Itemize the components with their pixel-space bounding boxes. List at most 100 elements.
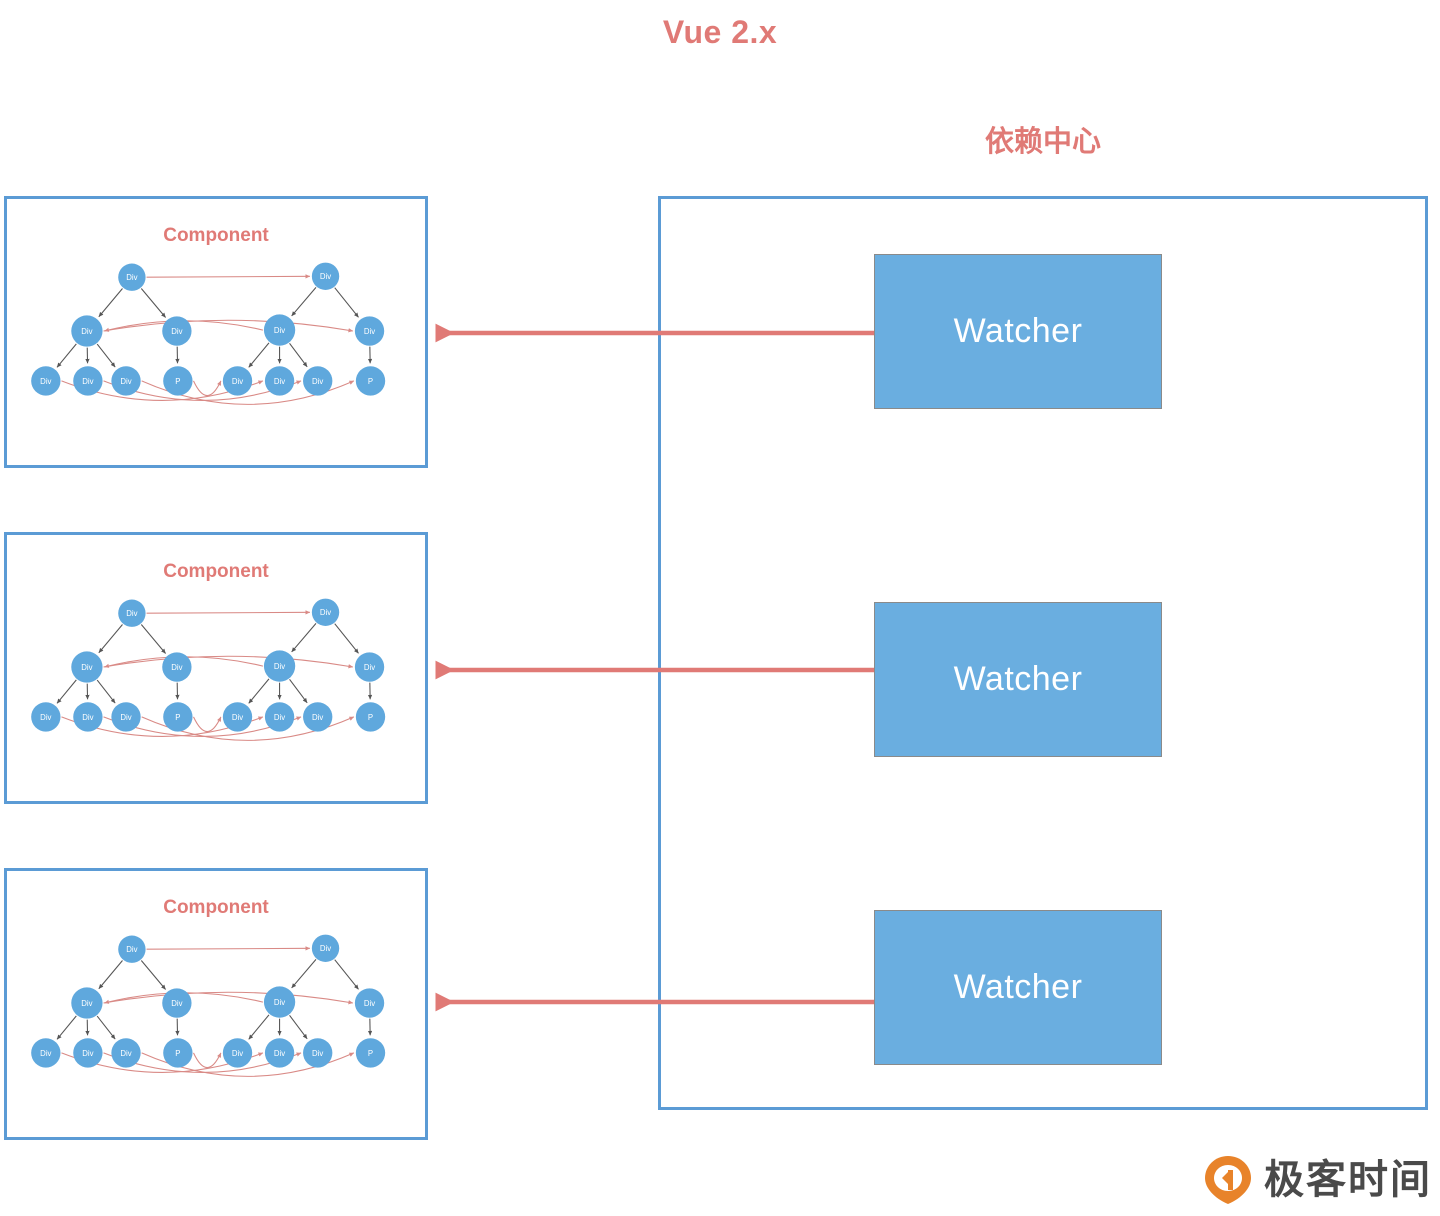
tree-node[interactable]: Div xyxy=(162,988,192,1018)
tree-node[interactable]: Div xyxy=(311,934,340,962)
tree-node[interactable]: Div xyxy=(73,1038,103,1068)
tree-edge xyxy=(96,343,116,368)
tree-node-circle xyxy=(311,934,340,962)
tree-node-circle xyxy=(118,599,146,627)
tree-node-label: Div xyxy=(82,1049,93,1058)
tree-edge xyxy=(289,343,308,368)
tree-node-circle xyxy=(111,702,141,732)
watcher-box-1[interactable]: Watcher xyxy=(874,602,1162,757)
tree-node[interactable]: Div xyxy=(264,702,295,732)
component-label-2: Component xyxy=(163,897,269,918)
tree-node[interactable]: Div xyxy=(222,1038,253,1068)
tree-node-circle xyxy=(263,650,296,682)
tree-node[interactable]: P xyxy=(163,1038,193,1068)
dependency-arc xyxy=(104,656,264,668)
tree-node-circle xyxy=(311,598,340,626)
tree-node[interactable]: Div xyxy=(118,935,146,963)
tree-node-circle xyxy=(354,652,385,682)
tree-node-label: Div xyxy=(126,273,137,282)
tree-node-label: P xyxy=(175,1049,180,1058)
tree-node-label: Div xyxy=(232,377,243,386)
tree-node[interactable]: Div xyxy=(311,598,340,626)
tree-node-circle xyxy=(111,1038,141,1068)
tree-node[interactable]: Div xyxy=(71,987,103,1019)
tree-node-label: Div xyxy=(232,713,243,722)
tree-node[interactable]: P xyxy=(163,366,193,396)
tree-node-label: Div xyxy=(274,1049,285,1058)
tree-node[interactable]: P xyxy=(163,702,193,732)
tree-node[interactable]: Div xyxy=(118,599,146,627)
tree-node-label: Div xyxy=(126,609,137,618)
tree-node-circle xyxy=(162,988,192,1018)
tree-node-circle xyxy=(73,366,103,396)
tree-node[interactable]: Div xyxy=(263,314,296,346)
watcher-box-0[interactable]: Watcher xyxy=(874,254,1162,409)
tree-node-label: Div xyxy=(320,272,331,281)
tree-node[interactable]: Div xyxy=(264,1038,295,1068)
tree-node-label: Div xyxy=(274,998,285,1007)
tree-node-label: Div xyxy=(120,713,131,722)
tree-node[interactable]: Div xyxy=(31,366,61,396)
tree-edge xyxy=(248,678,270,704)
tree-edge xyxy=(248,1014,270,1040)
tree-node-label: Div xyxy=(81,327,92,336)
tree-node[interactable]: Div xyxy=(303,366,333,396)
component-label-0: Component xyxy=(163,225,269,246)
dependency-arc xyxy=(103,991,354,1005)
tree-node-circle xyxy=(163,366,193,396)
tree-node[interactable]: Div xyxy=(162,652,192,682)
tree-node[interactable]: Div xyxy=(71,651,103,683)
tree-node[interactable]: Div xyxy=(354,988,385,1018)
tree-node[interactable]: Div xyxy=(73,366,103,396)
dependency-arc xyxy=(103,716,302,737)
dependency-arc xyxy=(104,992,264,1004)
tree-node-label: Div xyxy=(82,377,93,386)
tree-edge xyxy=(334,623,359,654)
tree-node[interactable]: P xyxy=(355,366,386,396)
tree-edge xyxy=(140,624,167,654)
tree-node[interactable]: Div xyxy=(111,702,141,732)
tree-node-label: Div xyxy=(320,944,331,953)
tree-node[interactable]: Div xyxy=(31,1038,61,1068)
tree-node-circle xyxy=(222,366,253,396)
tree-edge xyxy=(289,1015,308,1040)
watcher-box-2[interactable]: Watcher xyxy=(874,910,1162,1065)
tree-node[interactable]: Div xyxy=(354,316,385,346)
tree-node-circle xyxy=(303,366,333,396)
tree-node[interactable]: Div xyxy=(73,702,103,732)
tree-node[interactable]: Div xyxy=(71,315,103,347)
tree-node[interactable]: Div xyxy=(303,702,333,732)
dependency-arc xyxy=(61,716,264,737)
dependency-center-title: 依赖中心 xyxy=(984,126,1101,158)
tree-node[interactable]: Div xyxy=(354,652,385,682)
tree-node-circle xyxy=(263,314,296,346)
tree-node-circle xyxy=(222,1038,253,1068)
tree-node-circle xyxy=(303,1038,333,1068)
tree-node[interactable]: Div xyxy=(263,650,296,682)
tree-node[interactable]: Div xyxy=(111,1038,141,1068)
tree-node[interactable]: P xyxy=(355,702,386,732)
dependency-arc xyxy=(146,946,311,951)
tree-node[interactable]: Div xyxy=(118,263,146,291)
tree-node[interactable]: Div xyxy=(263,986,296,1018)
tree-node[interactable]: Div xyxy=(162,316,192,346)
tree-node-circle xyxy=(222,702,253,732)
tree-node[interactable]: Div xyxy=(222,366,253,396)
tree-node[interactable]: Div xyxy=(303,1038,333,1068)
tree-node[interactable]: Div xyxy=(311,262,340,290)
tree-node[interactable]: Div xyxy=(264,366,295,396)
tree-node[interactable]: Div xyxy=(31,702,61,732)
tree-node[interactable]: Div xyxy=(111,366,141,396)
tree-node-label: Div xyxy=(81,999,92,1008)
tree-node[interactable]: P xyxy=(355,1038,386,1068)
tree-node-label: P xyxy=(368,377,373,386)
tree-node-label: Div xyxy=(312,1049,323,1058)
tree-edge xyxy=(289,679,308,704)
tree-node[interactable]: Div xyxy=(222,702,253,732)
tree-node-label: Div xyxy=(82,713,93,722)
tree-edge xyxy=(291,959,317,989)
tree-edge xyxy=(98,288,123,318)
